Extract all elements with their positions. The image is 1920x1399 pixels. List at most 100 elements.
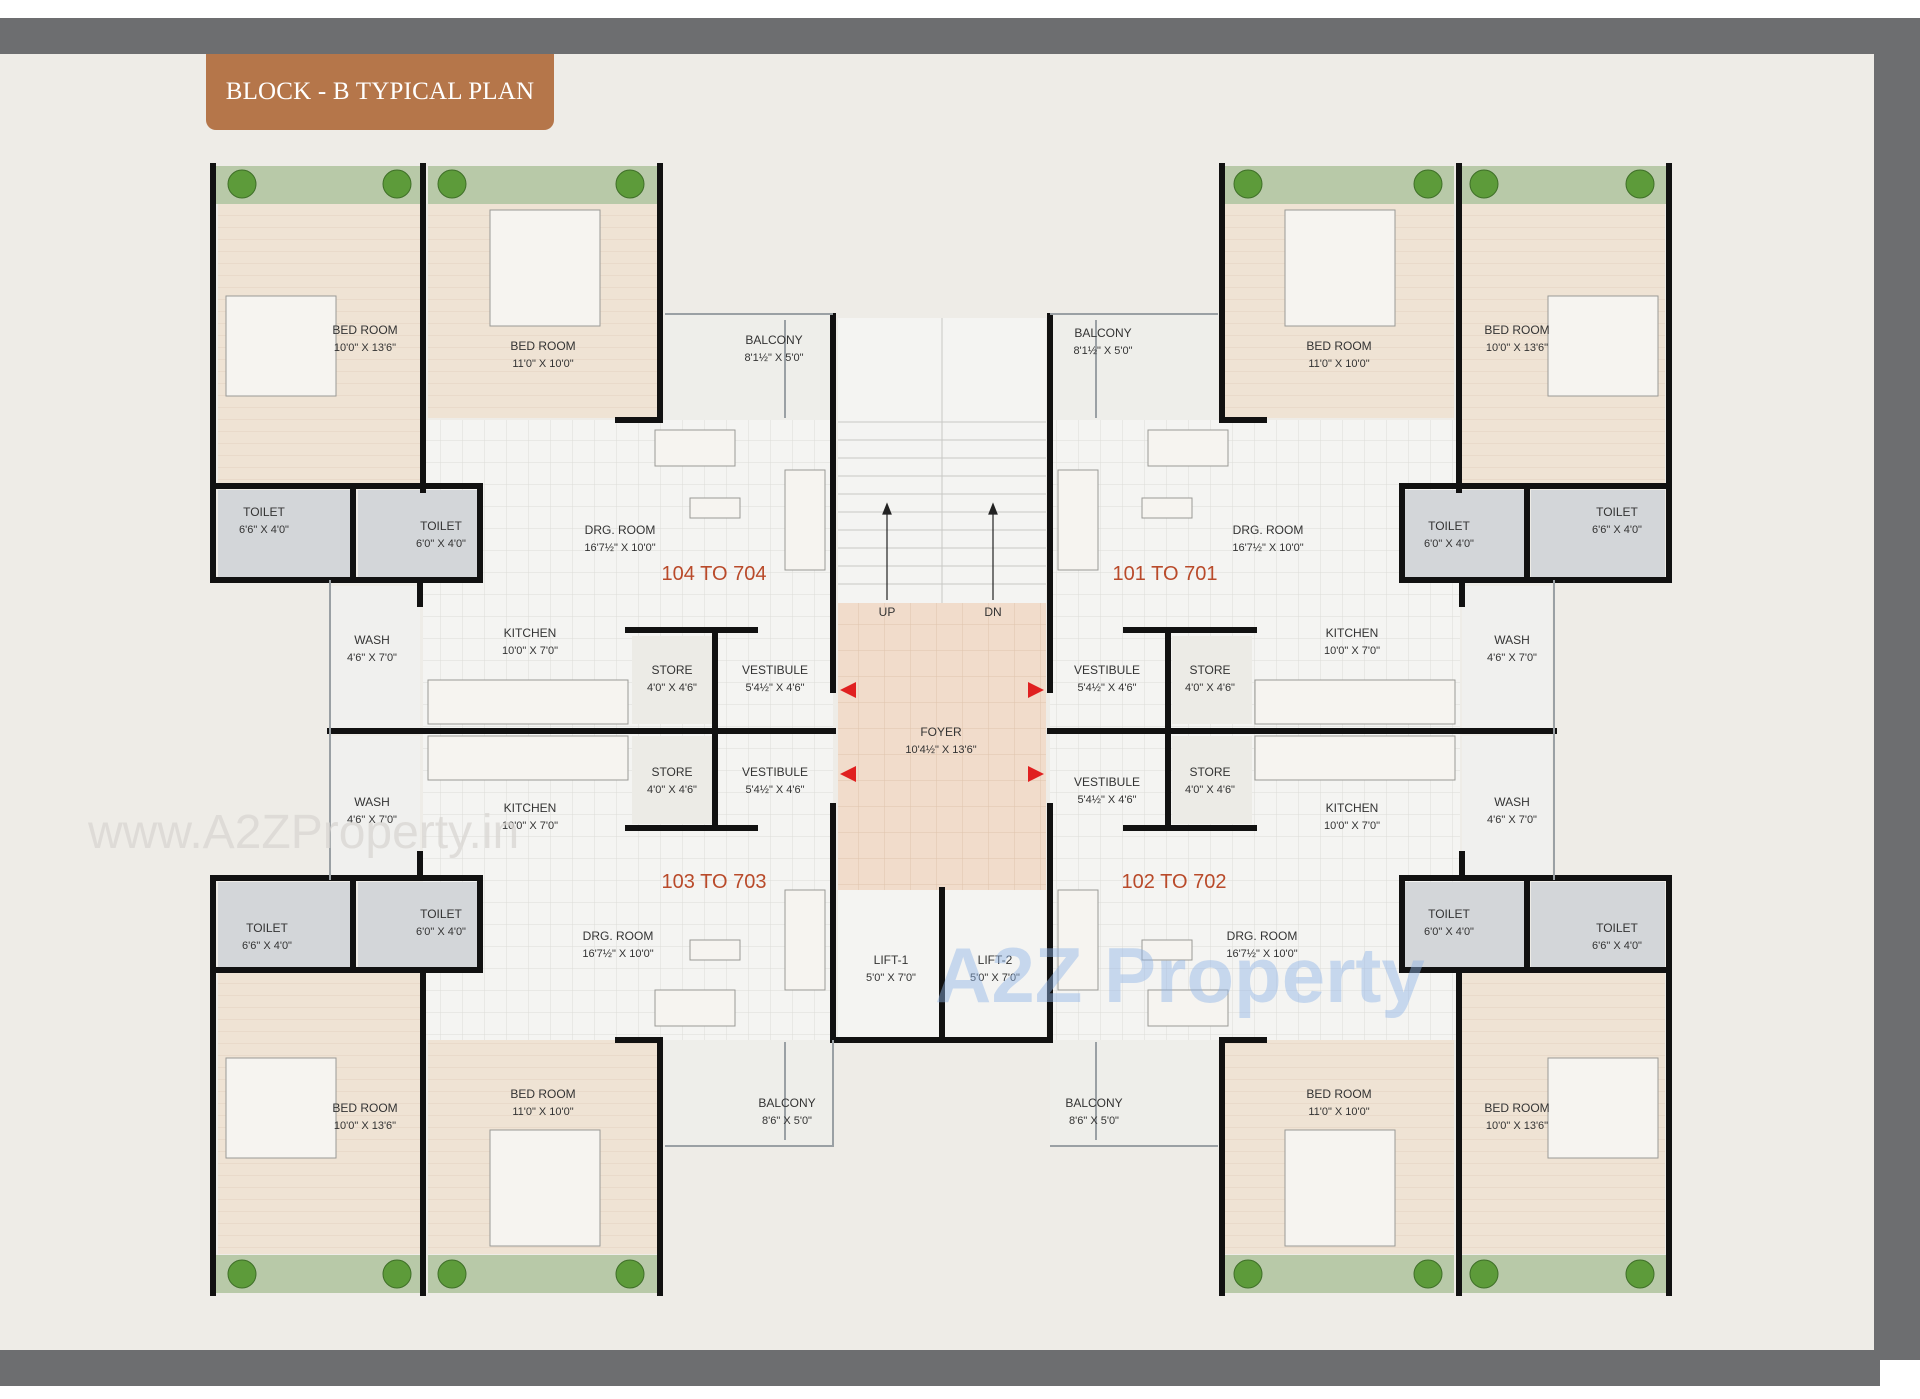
room-dim: 10'0" X 7'0" [1324,645,1380,657]
room-name: VESTIBULE [742,663,808,677]
room-name: KITCHEN [1326,626,1379,640]
stair-treads [838,318,1046,603]
room-dim: 8'1½" X 5'0" [744,352,803,364]
frame-top-bar [0,18,1880,54]
room-name: TOILET [246,921,288,935]
room-name: BED ROOM [510,1087,575,1101]
room-dim: 4'6" X 7'0" [347,652,397,664]
room-dim: 10'0" X 7'0" [502,645,558,657]
room-dim: 5'4½" X 4'6" [1077,682,1136,694]
room-name: BED ROOM [332,323,397,337]
room-name: BALCONY [1065,1096,1122,1110]
plant-icons [227,169,1655,1289]
room-dim: 4'6" X 7'0" [1487,814,1537,826]
room-dim: 6'0" X 4'0" [416,926,466,938]
room-name: TOILET [1596,921,1638,935]
room-name: TOILET [1428,519,1470,533]
room-name: STORE [1189,663,1230,677]
entry-arrows [840,682,1044,782]
room-dim: 8'6" X 5'0" [762,1115,812,1127]
room-name: STORE [651,663,692,677]
room-name: TOILET [420,519,462,533]
room-dim: 8'6" X 5'0" [1069,1115,1119,1127]
room-dim: 10'0" X 7'0" [502,820,558,832]
room-name: STORE [651,765,692,779]
room-dim: 5'4½" X 4'6" [1077,794,1136,806]
walls [210,163,1672,1296]
room-name: BALCONY [758,1096,815,1110]
room-name: TOILET [420,907,462,921]
room-dim: 10'0" X 7'0" [1324,820,1380,832]
room-dim: 10'0" X 13'6" [334,342,396,354]
room-name: WASH [354,633,390,647]
room-dim: 6'6" X 4'0" [242,940,292,952]
frame-right-bar [1874,18,1920,1360]
room-name: BED ROOM [332,1101,397,1115]
room-name: TOILET [1596,505,1638,519]
room-dim: 6'6" X 4'0" [239,524,289,536]
room-name: BED ROOM [1306,1087,1371,1101]
room-name: LIFT-2 [978,953,1013,967]
unit-label-104-704: 104 TO 704 [662,563,767,585]
room-name: DRG. ROOM [1227,929,1298,943]
room-dim: 4'6" X 7'0" [347,814,397,826]
room-dim: 11'0" X 10'0" [512,358,573,370]
partitions [329,313,1555,1147]
room-dim: 5'0" X 7'0" [866,972,916,984]
stair-arrows [882,502,998,600]
room-name: BED ROOM [1484,1101,1549,1115]
unit-label-103-703: 103 TO 703 [662,871,767,893]
room-name: WASH [354,795,390,809]
room-dim: 11'0" X 10'0" [1308,1106,1369,1118]
room-dim: 4'0" X 4'6" [647,784,697,796]
plan-title: BLOCK - B TYPICAL PLAN [206,54,554,130]
room-name: KITCHEN [504,801,557,815]
stair-down-label: DN [984,605,1001,619]
room-name: DRG. ROOM [585,523,656,537]
room-name: KITCHEN [1326,801,1379,815]
room-dim: 4'6" X 7'0" [1487,652,1537,664]
room-name: WASH [1494,633,1530,647]
room-dim: 16'7½" X 10'0" [582,948,653,960]
room-dim: 6'0" X 4'0" [1424,538,1474,550]
unit-label-102-702: 102 TO 702 [1122,871,1227,893]
room-dim: 6'0" X 4'0" [1424,926,1474,938]
room-name: TOILET [1428,907,1470,921]
room-dim: 5'0" X 7'0" [970,972,1020,984]
room-name: BED ROOM [1306,339,1371,353]
room-dim: 4'0" X 4'6" [1185,682,1235,694]
room-dim: 11'0" X 10'0" [1308,358,1369,370]
room-name: LIFT-1 [874,953,909,967]
room-dim: 10'4½" X 13'6" [905,744,976,756]
room-name: FOYER [920,725,962,739]
room-dim: 10'0" X 13'6" [334,1120,396,1132]
room-name: DRG. ROOM [583,929,654,943]
room-name: VESTIBULE [1074,663,1140,677]
watermark-url: www.A2ZProperty.in [87,806,519,859]
frame-bottom-bar [0,1350,1880,1386]
room-dim: 4'0" X 4'6" [1185,784,1235,796]
room-dim: 5'4½" X 4'6" [745,682,804,694]
room-dim: 6'6" X 4'0" [1592,524,1642,536]
room-name: BED ROOM [1484,323,1549,337]
room-dim: 10'0" X 13'6" [1486,342,1548,354]
room-name: TOILET [243,505,285,519]
room-dim: 6'0" X 4'0" [416,538,466,550]
room-dim: 6'6" X 4'0" [1592,940,1642,952]
stair-up-label: UP [879,605,896,619]
room-dim: 5'4½" X 4'6" [745,784,804,796]
room-name: KITCHEN [504,626,557,640]
room-name: STORE [1189,765,1230,779]
room-name: BED ROOM [510,339,575,353]
room-dim: 4'0" X 4'6" [647,682,697,694]
room-name: VESTIBULE [1074,775,1140,789]
watermark-brand: A2Z Property [935,931,1425,1019]
furniture [225,209,1659,1247]
room-name: DRG. ROOM [1233,523,1304,537]
room-name: WASH [1494,795,1530,809]
room-dim: 8'1½" X 5'0" [1073,345,1132,357]
room-dim: 16'7½" X 10'0" [1226,948,1297,960]
room-dim: 10'0" X 13'6" [1486,1120,1548,1132]
room-dim: 11'0" X 10'0" [512,1106,573,1118]
